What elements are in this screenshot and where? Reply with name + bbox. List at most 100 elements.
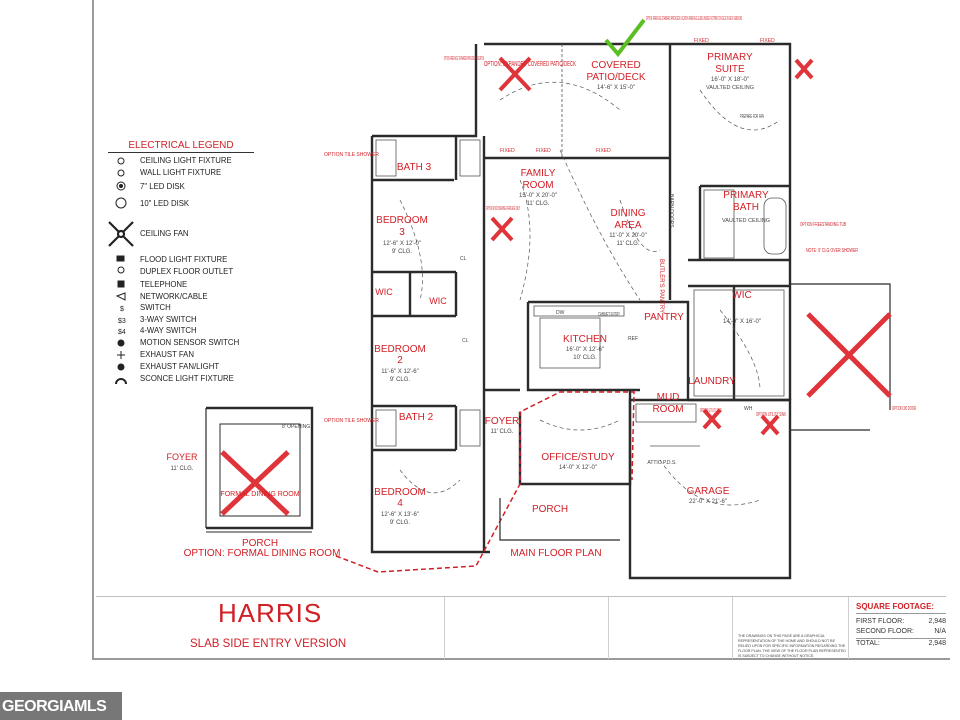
label-attic: ATTIC P.D.S. — [647, 460, 676, 466]
title-block-cell — [444, 597, 609, 659]
room-label-bedroom-2: BEDROOM — [374, 344, 426, 355]
room-dim-dining: 11'-0" X 20'-0" — [609, 233, 646, 239]
legend-item: SCONCE LIGHT FIXTURE — [140, 374, 234, 383]
sqft-row: FIRST FLOOR:2,948 — [856, 617, 946, 627]
sqft-row: SECOND FLOOR: N/A — [856, 627, 946, 637]
plan-details — [375, 44, 787, 447]
note-ref: REF — [628, 336, 638, 342]
note-closet: CL — [460, 256, 467, 262]
room-label-family-2: ROOM — [522, 180, 553, 191]
room-label-bedroom-4: BEDROOM — [374, 487, 426, 498]
note-opening: 8' OPENING — [282, 424, 310, 430]
plan-subtitle: SLAB SIDE ENTRY VERSION — [190, 638, 347, 650]
title-block-cell — [732, 597, 849, 659]
room-clg-primary-suite: VAULTED CEILING — [706, 85, 754, 91]
room-label-primary-bath-2: BATH — [733, 202, 759, 213]
room-label-laundry: LAUNDRY — [688, 376, 736, 387]
note-fireplace-left: OPTION FIREPLACE *EXPANDED PATIO/DECK LO… — [444, 56, 484, 62]
title-block-cell — [96, 597, 445, 659]
note-fixed: FIXED — [536, 148, 551, 154]
legend-item: EXHAUST FAN — [140, 350, 195, 359]
legend-item: NETWORK/CABLE — [140, 292, 208, 301]
room-dim-bedroom-3: 12'-6" X 12'-0" — [383, 241, 421, 247]
room-label-wic-left: WIC — [375, 287, 393, 297]
legend-item: TELEPHONE — [140, 280, 188, 289]
room-label-office: OFFICE/STUDY — [541, 452, 615, 463]
square-footage-title: SQUARE FOOTAGE: — [856, 602, 946, 614]
inset-label-option: OPTION: FORMAL DINING ROOM — [184, 548, 341, 559]
legend-item: CEILING FAN — [140, 229, 189, 238]
room-dim-family: 15'-0" X 20'-0" — [519, 193, 557, 199]
legend-item: DUPLEX FLOOR OUTLET — [140, 267, 234, 276]
note-fixed: FIXED — [694, 38, 709, 44]
room-label-primary-bath: PRIMARY — [723, 190, 769, 201]
drawing-sheet-frame — [92, 0, 950, 660]
title-block-cell — [608, 597, 733, 659]
room-label-bedroom-3: BEDROOM — [376, 215, 428, 226]
note-dw: DW — [556, 310, 565, 316]
note-fixed: FIXED — [500, 148, 515, 154]
legend-item: MOTION SENSOR SWITCH — [140, 338, 240, 347]
disclaimer-text: THE DRAWINGS ON THIS PAGE ARE A GRAPHICA… — [738, 634, 846, 658]
title-block — [96, 596, 946, 659]
room-label-bedroom-2-number: 2 — [397, 355, 403, 366]
note-fixed: FIXED — [596, 148, 611, 154]
legend-item: 10" LED DISK — [140, 199, 190, 208]
note-shower-ceiling: NOTE: 9' CLG OVER SHOWER — [806, 248, 858, 254]
network-icon — [115, 292, 126, 301]
room-label-foyer: FOYER — [485, 416, 519, 427]
sqft-label: FIRST FLOOR: — [856, 618, 905, 625]
plan-walls — [370, 42, 891, 580]
ceiling-light-icon — [117, 157, 125, 165]
porch-option-outline — [335, 391, 635, 573]
mls-logo-text: GEORGIAMLS — [2, 698, 107, 715]
room-label-porch: PORCH — [532, 504, 568, 515]
room-label-wic-mid: WIC — [429, 296, 447, 306]
room-label-butlers-pantry: BUTLER'S PANTRY — [658, 259, 664, 313]
legend-item: 4-WAY SWITCH — [140, 326, 197, 335]
note-tile-shower: OPTION TILE SHOWER — [324, 152, 379, 158]
room-clg-primary-bath: VAULTED CEILING — [722, 218, 770, 224]
room-dim-garage: 22'-0" X 21'-6" — [689, 499, 727, 505]
room-clg-kitchen: 10' CLG. — [573, 355, 597, 361]
square-footage-table: SQUARE FOOTAGE: FIRST FLOOR:2,948 SECOND… — [856, 602, 946, 649]
inset-clg-foyer: 11' CLG. — [170, 466, 193, 472]
room-dim-bedroom-2: 11'-6" X 12'-6" — [381, 369, 418, 375]
room-clg-family: 11' CLG. — [526, 201, 549, 207]
note-door-option: OPTION 3/0 DOOR — [892, 406, 916, 412]
room-dim-office: 14'-0" X 12'-0" — [559, 465, 597, 471]
removed-option-marks — [220, 56, 892, 516]
led-disk-7-icon — [116, 181, 126, 191]
sqft-value: N/A — [934, 628, 946, 635]
exhaust-fan-light-icon — [117, 363, 125, 371]
note-utility-sink: OPTION UTILITY SINK — [756, 412, 786, 418]
note-barn-doors: BARN DOORS — [668, 194, 674, 228]
telephone-icon — [117, 280, 125, 288]
plan-name: HARRIS — [218, 598, 323, 628]
room-label-mud-2: ROOM — [652, 404, 683, 415]
room-label-family: FAMILY — [521, 168, 556, 179]
note-water-heater: WH — [744, 406, 753, 412]
room-dim-primary-suite: 16'-0" X 18'-0" — [711, 77, 749, 83]
sqft-label: SECOND FLOOR: — [856, 628, 914, 635]
note-fixed: FIXED — [760, 38, 775, 44]
inset-label-dining: FORMAL DINING ROOM — [220, 491, 299, 498]
legend-item: SWITCH — [140, 303, 171, 312]
note-tile-shower: OPTION TILE SHOWER — [324, 418, 379, 424]
room-label-primary-suite: PRIMARY — [707, 52, 753, 63]
led-disk-10-icon — [115, 197, 127, 209]
wiring-arcs — [399, 81, 781, 506]
three-way-switch-icon: $3 — [118, 318, 126, 325]
room-label-bedroom-4-number: 4 — [397, 498, 403, 509]
room-clg-bedroom-3: 9' CLG. — [392, 249, 412, 255]
room-label-covered-patio-2: PATIO/DECK — [586, 72, 645, 83]
legend-item: CEILING LIGHT FIXTURE — [140, 156, 232, 165]
sqft-row: TOTAL:2,948 — [856, 638, 946, 649]
check-mark-icon — [604, 18, 646, 58]
room-label-dining-2: AREA — [614, 220, 642, 231]
room-label-pantry: PANTRY — [644, 312, 684, 323]
room-label-expanded-patio: OPTION: EXPANDED COVERED PATIO/DECK — [484, 61, 576, 68]
formal-dining-inset — [205, 406, 314, 533]
wall-light-icon — [117, 169, 125, 177]
